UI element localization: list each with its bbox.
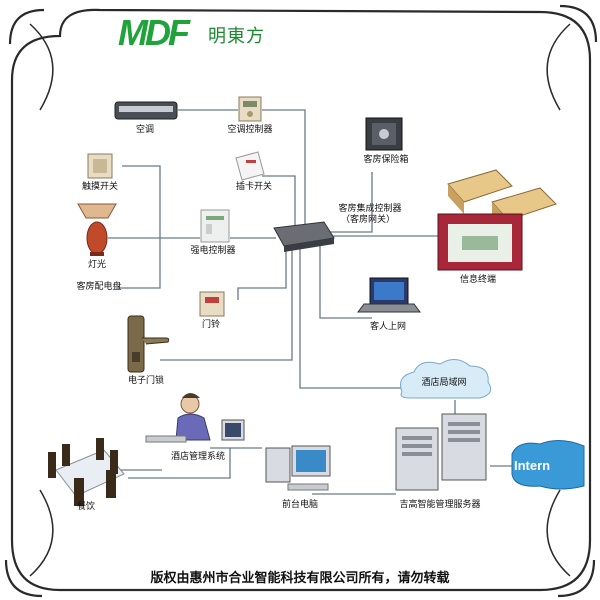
dining-label: 餐饮 xyxy=(77,502,95,513)
power-controller-label: 强电控制器 xyxy=(190,246,235,257)
front-desk-pc-icon xyxy=(266,446,330,490)
dining-icon xyxy=(48,438,124,506)
logo-name: 明東方 xyxy=(208,22,265,48)
hotel-lan-label: 酒店局域网 xyxy=(421,378,466,389)
hotel-mgmt-label: 酒店管理系统 xyxy=(171,452,225,463)
distribution-box-label: 客房配电盘 xyxy=(76,282,121,293)
copyright-notice: 版权由惠州市合业智能科技有限公司所有，请勿转载 xyxy=(0,567,600,586)
card-switch-icon xyxy=(236,152,264,180)
card-switch-label: 插卡开关 xyxy=(236,182,272,193)
touch-switch-icon xyxy=(88,154,112,178)
lamp-icon xyxy=(78,204,116,256)
door-lock-icon xyxy=(128,316,169,372)
air-conditioner-label: 空调 xyxy=(136,125,154,136)
room-controller-icon xyxy=(274,222,334,252)
server-icon xyxy=(396,414,486,490)
laptop-icon xyxy=(358,278,420,312)
receptionist-icon xyxy=(146,393,244,442)
room-gateway-label: （客房网关） xyxy=(341,215,395,226)
ac-controller-label: 空调控制器 xyxy=(227,125,272,136)
touch-switch-label: 触摸开关 xyxy=(82,182,118,193)
power-controller-icon xyxy=(201,210,229,242)
info-terminal-icon xyxy=(438,214,522,270)
safe-icon xyxy=(366,118,402,150)
safe-label: 客房保险箱 xyxy=(363,155,408,166)
front-desk-pc-label: 前台电脑 xyxy=(282,500,318,511)
logo-mark: MDF xyxy=(118,12,187,54)
room-controller-label: 客房集成控制器 xyxy=(338,204,401,215)
lamp-label: 灯光 xyxy=(88,260,106,271)
info-terminal-label: 信息终端 xyxy=(460,275,496,286)
server-label: 吉高智能管理服务器 xyxy=(399,500,480,511)
doorbell-label: 门铃 xyxy=(202,320,220,331)
doorbell-icon xyxy=(200,292,224,316)
ac-controller-icon xyxy=(239,97,261,121)
guest-internet-label: 客人上网 xyxy=(370,322,406,333)
internet-label: Intern xyxy=(514,458,550,473)
door-lock-label: 电子门锁 xyxy=(128,376,164,387)
air-conditioner-icon xyxy=(115,102,177,119)
